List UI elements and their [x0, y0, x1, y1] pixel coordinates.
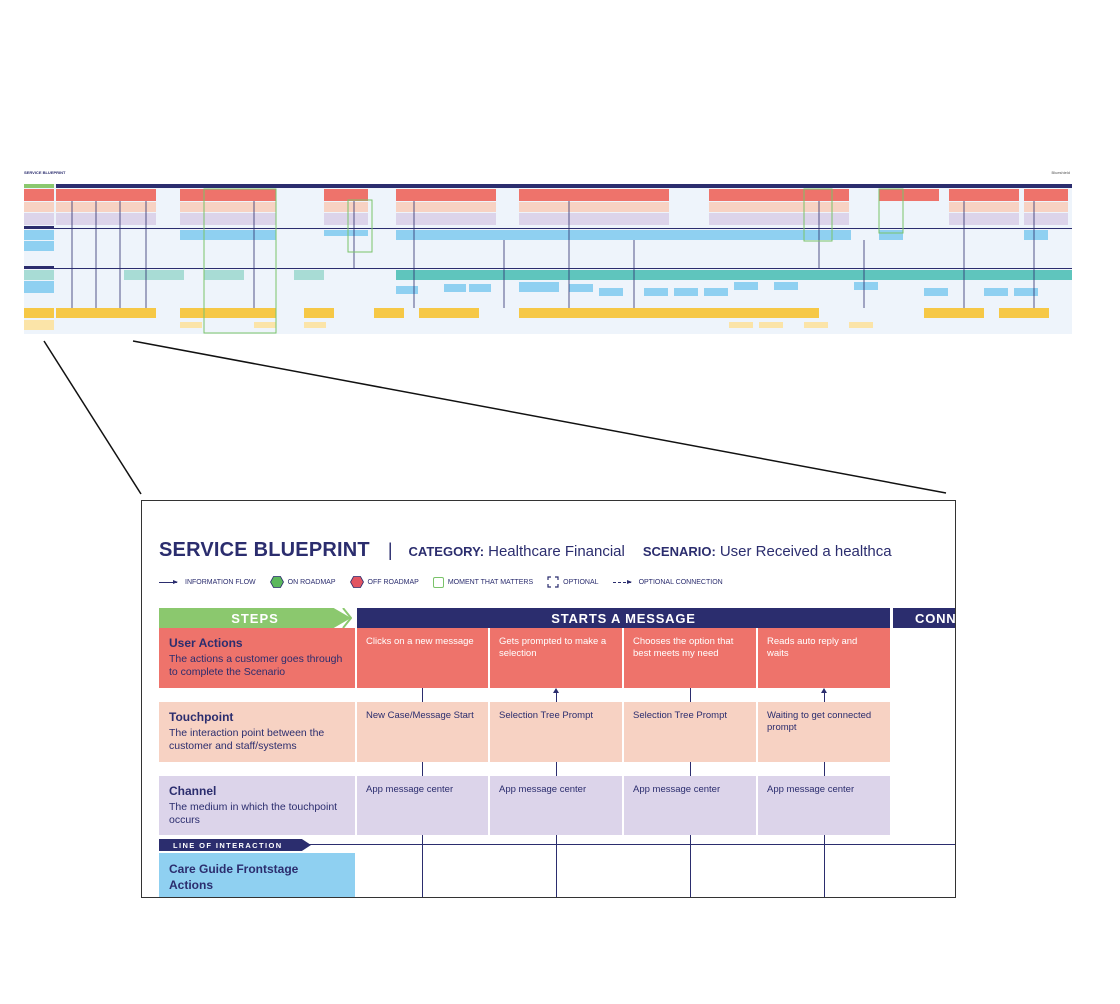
flow-line	[422, 762, 423, 776]
flow-line	[556, 835, 557, 897]
flow-line	[690, 762, 691, 776]
title-separator: |	[387, 540, 393, 560]
line-of-interaction-label: LINE OF INTERACTION	[159, 839, 311, 851]
row-description: The actions a customer goes through to c…	[169, 653, 343, 678]
row-description: The medium in which the touchpoint occur…	[169, 801, 338, 826]
user-action-cell: Clicks on a new message	[357, 628, 488, 688]
arrow-up-icon	[821, 688, 827, 693]
flow-line	[824, 690, 825, 702]
steps-header: STEPS	[159, 608, 351, 628]
flow-line	[690, 835, 691, 897]
zoomed-blueprint-detail: SERVICE BLUEPRINT | CATEGORY:Healthcare Fi…	[141, 500, 956, 898]
touchpoint-cell: Selection Tree Prompt	[624, 702, 756, 762]
blueprint-header: SERVICE BLUEPRINT | CATEGORY:Healthcare Fi…	[159, 539, 910, 562]
overview-miniature	[24, 184, 1072, 334]
dashed-arrow-icon	[612, 579, 632, 584]
stage-connect: CONN	[893, 608, 955, 628]
category-label: CATEGORY:	[408, 544, 485, 559]
flow-line	[422, 688, 423, 702]
row-title: User Actions	[169, 636, 243, 650]
scenario-value: User Received a healthca	[719, 543, 892, 560]
arrow-up-icon	[553, 688, 559, 693]
row-label-channel: Channel The medium in which the touchpoi…	[159, 776, 355, 835]
row-label-care-guide-frontstage: Care Guide Frontstage Actions	[159, 853, 355, 897]
channel-cell: App message center	[490, 776, 622, 835]
flow-line	[690, 688, 691, 702]
row-label-touchpoint: Touchpoint The interaction point between…	[159, 702, 355, 762]
green-square-outline-icon	[432, 576, 444, 588]
scenario-label: SCENARIO:	[642, 544, 716, 559]
row-title: Touchpoint	[169, 710, 234, 724]
touchpoint-cell: Waiting to get connected prompt	[758, 702, 890, 762]
touchpoint-cell: Selection Tree Prompt	[490, 702, 622, 762]
legend-optional-connection: OPTIONAL CONNECTION	[612, 579, 723, 586]
flow-line	[556, 690, 557, 702]
flow-line	[824, 835, 825, 897]
legend-optional: OPTIONAL	[547, 576, 599, 588]
user-action-cell: Gets prompted to make a selection	[490, 628, 622, 688]
dashed-brackets-icon	[547, 576, 559, 588]
overview-body	[24, 184, 1072, 334]
channel-cell: App message center	[624, 776, 756, 835]
legend-on-roadmap: ON ROADMAP	[269, 576, 336, 588]
stage-starts-a-message: STARTS A MESSAGE	[357, 608, 890, 628]
legend-information-flow: INFORMATION FLOW	[159, 579, 256, 586]
flow-line	[556, 762, 557, 776]
legend: INFORMATION FLOW ON ROADMAP OFF ROADMAP …	[159, 576, 737, 588]
flow-line	[824, 762, 825, 776]
blueprint-overview: SERVICE BLUEPRINT Blueshield	[24, 168, 1072, 336]
legend-moment-that-matters: MOMENT THAT MATTERS	[432, 576, 533, 588]
line-of-interaction	[307, 844, 955, 845]
blueprint-title: SERVICE BLUEPRINT	[159, 539, 370, 561]
red-hexagon-icon	[349, 576, 364, 588]
row-label-user-actions: User Actions The actions a customer goes…	[159, 628, 355, 688]
row-description: The interaction point between the custom…	[169, 727, 325, 752]
channel-cell: App message center	[357, 776, 488, 835]
flow-line	[422, 835, 423, 897]
user-action-cell: Reads auto reply and waits	[758, 628, 890, 688]
row-title: Channel	[169, 784, 217, 798]
category-value: Healthcare Financial	[488, 543, 625, 560]
user-action-cell: Chooses the option that best meets my ne…	[624, 628, 756, 688]
arrow-right-icon	[159, 579, 178, 584]
green-hexagon-icon	[269, 576, 284, 588]
overview-brand: Blueshield	[1051, 170, 1070, 175]
legend-off-roadmap: OFF ROADMAP	[349, 576, 419, 588]
touchpoint-cell: New Case/Message Start	[357, 702, 488, 762]
channel-cell: App message center	[758, 776, 890, 835]
chevron-right-icon	[342, 608, 352, 628]
overview-title: SERVICE BLUEPRINT	[24, 170, 66, 175]
